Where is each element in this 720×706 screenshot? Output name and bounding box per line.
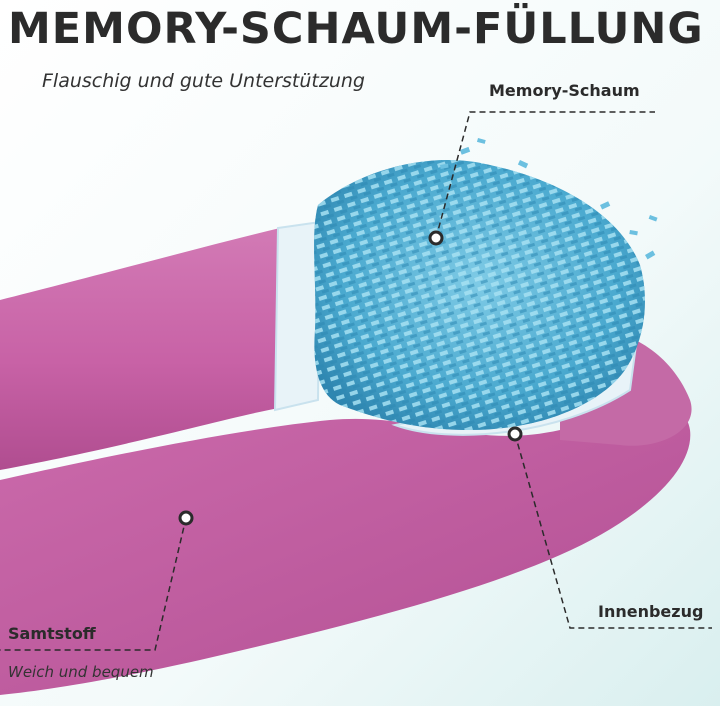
inner-cover-label: Innenbezug [598, 602, 704, 621]
velvet-label: Samtstoff [8, 624, 96, 643]
inner-cover-callout-line [507, 426, 712, 629]
velvet-sublabel: Weich und bequem [8, 663, 154, 681]
velvet-callout-line [0, 510, 194, 651]
page-title: MEMORY-SCHAUM-FÜLLUNG [8, 4, 704, 54]
page-subtitle: Flauschig und gute Unterstützung [42, 70, 365, 92]
memory-foam-label: Memory-Schaum [489, 81, 640, 100]
memory-foam-callout-line [428, 111, 655, 246]
